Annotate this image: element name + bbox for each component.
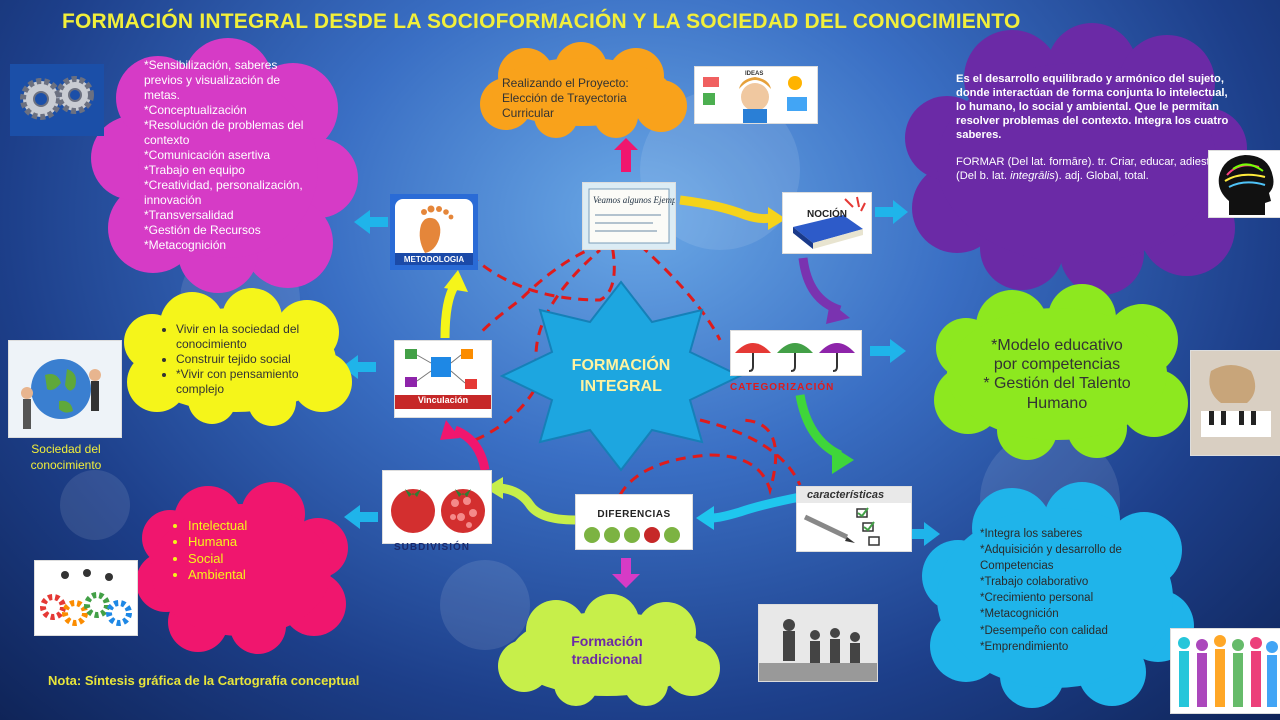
proyecto-line: Elección de Trayectoria xyxy=(502,91,627,105)
caracteristicas-item: *Adquisición y desarrollo de Competencia… xyxy=(980,544,1122,573)
arrow-to-metodologia xyxy=(440,282,459,339)
caracteristicas-item: *Integra los saberes xyxy=(980,528,1083,540)
tradicional-cloud: Formación tradicional xyxy=(496,594,720,706)
sociedad-item: Vivir en la sociedad del conocimiento xyxy=(176,322,338,352)
metodologia-item: *Creatividad, personalización, innovació… xyxy=(144,178,303,207)
arrow-to-diferencias xyxy=(711,492,801,523)
umbrellas-icon xyxy=(731,331,861,375)
proyecto-cloud: Realizando el Proyecto: Elección de Tray… xyxy=(476,42,688,138)
people-image xyxy=(1170,628,1280,714)
nocion-label: NOCIÓN xyxy=(807,209,847,220)
caracteristicas-label: características xyxy=(807,489,885,501)
network-icon xyxy=(395,341,491,417)
center-line1: FORMACIÓN xyxy=(571,357,671,374)
modelo-cloud: *Modelo educativo por competencias * Ges… xyxy=(932,284,1188,460)
arrow-to-categorizacion xyxy=(798,257,842,315)
metodologia-item: *Comunicación asertiva xyxy=(144,148,271,162)
bokeh xyxy=(60,470,130,540)
categorizacion-label: CATEGORIZACIÓN xyxy=(730,382,835,393)
caracteristicas-item: *Crecimiento personal xyxy=(980,592,1094,605)
subdivision-label: SUBDIVISIÓN xyxy=(394,542,471,553)
arrow-left-blue xyxy=(344,505,360,529)
arrow-to-vinculacion xyxy=(453,425,490,471)
tradicional-line: tradicional xyxy=(571,651,643,668)
center-star[interactable]: FORMACIÓN INTEGRAL xyxy=(499,280,743,472)
book-icon xyxy=(783,193,871,253)
arrow-right-blue xyxy=(890,339,906,363)
metodologia-item: *Gestión de Recursos xyxy=(144,223,261,237)
footprint-icon xyxy=(395,199,473,265)
caracteristicas-cloud: *Integra los saberes *Adquisición y desa… xyxy=(922,482,1194,708)
classroom-image xyxy=(758,604,878,682)
sociedad-item: *Vivir con pensamiento complejo xyxy=(176,367,338,397)
ideas-image: IDEAS xyxy=(694,66,818,124)
teamwork-gears-image xyxy=(34,560,138,636)
gears-icon xyxy=(20,76,94,120)
apples-icon xyxy=(576,495,692,549)
subdivision-node[interactable] xyxy=(382,470,492,544)
arrow-to-caracteristicas xyxy=(795,394,843,460)
metodologia-node[interactable]: METODOLOGIA xyxy=(390,194,478,270)
subdivision-item: Social xyxy=(188,551,320,567)
gears-icon xyxy=(35,561,137,635)
arrow-up-pink xyxy=(614,138,638,172)
metodologia-item: *Sensibilización, saberes previos y visu… xyxy=(144,58,281,102)
globe-image xyxy=(8,340,122,438)
modelo-line: Humano xyxy=(1026,394,1088,412)
metodologia-item: *Resolución de problemas del contexto xyxy=(144,118,304,147)
metodologia-item: *Transversalidad xyxy=(144,208,234,222)
modelo-line: por competencias xyxy=(993,356,1121,374)
subdivision-item: Intelectual xyxy=(188,518,320,534)
modelo-line: *Modelo educativo xyxy=(991,337,1123,354)
vinculacion-label: Vinculación xyxy=(417,395,469,405)
integral-definition: (Del b. lat. integrālis). adj. Global, t… xyxy=(956,170,1149,182)
bokeh xyxy=(440,560,530,650)
ejemplos-label: Veamos algunos Ejemplos xyxy=(593,195,675,205)
proyecto-line: Realizando el Proyecto: xyxy=(502,76,629,90)
ideas-label: IDEAS xyxy=(745,71,763,77)
metodologia-cloud: *Sensibilización, saberes previos y visu… xyxy=(88,38,358,293)
diferencias-node[interactable]: DIFERENCIAS xyxy=(575,494,693,550)
gears-image xyxy=(10,64,104,136)
page-title: FORMACIÓN INTEGRAL DESDE LA SOCIOFORMACI… xyxy=(62,10,1021,33)
formar-definition: FORMAR (Del lat. formāre). tr. Criar, ed… xyxy=(956,156,1226,168)
categorizacion-node[interactable] xyxy=(730,330,862,376)
center-line2: INTEGRAL xyxy=(580,377,662,395)
piano-image xyxy=(1190,350,1280,456)
diferencias-label: DIFERENCIAS xyxy=(597,509,671,520)
proyecto-line: Curricular xyxy=(502,106,555,120)
sociedad-item: Construir tejido social xyxy=(176,352,338,367)
arrow-to-subdivision xyxy=(499,483,576,525)
subdivision-cloud: Intelectual Humana Social Ambiental xyxy=(136,482,348,654)
sociedad-caption: Sociedad del conocimiento xyxy=(30,442,102,472)
nocion-definition: Es el desarrollo equilibrado y armónico … xyxy=(956,73,1229,141)
nocion-node[interactable]: NOCIÓN xyxy=(782,192,872,254)
tradicional-line: Formación xyxy=(571,633,643,649)
metodologia-item: *Conceptualización xyxy=(144,103,247,117)
footer-note: Nota: Síntesis gráfica de la Cartografía… xyxy=(48,673,360,688)
sociedad-cloud: Vivir en la sociedad del conocimiento Co… xyxy=(122,288,352,426)
subdivision-item: Ambiental xyxy=(188,567,320,583)
subdivision-item: Humana xyxy=(188,534,320,550)
caracteristicas-item: *Desempeño con calidad xyxy=(980,624,1108,637)
checklist-icon xyxy=(797,487,911,551)
caracteristicas-item: *Trabajo colaborativo xyxy=(980,576,1089,589)
metodologia-item: *Metacognición xyxy=(144,238,227,252)
metodologia-item: *Trabajo en equipo xyxy=(144,163,245,177)
caracteristicas-item: *Metacognición xyxy=(980,608,1059,621)
caracteristicas-item: *Emprendimiento xyxy=(980,640,1069,653)
tomatoes-icon xyxy=(383,471,491,543)
arrow-down-magenta xyxy=(612,574,640,588)
metodologia-label: METODOLOGIA xyxy=(403,255,465,264)
vinculacion-node[interactable]: Vinculación xyxy=(394,340,492,418)
nocion-cloud: Es el desarrollo equilibrado y armónico … xyxy=(902,23,1247,295)
ejemplos-node[interactable]: Veamos algunos Ejemplos xyxy=(582,182,676,250)
brain-head-image xyxy=(1208,150,1280,218)
caracteristicas-node[interactable]: características xyxy=(796,486,912,552)
modelo-line: * Gestión del Talento xyxy=(983,375,1131,393)
